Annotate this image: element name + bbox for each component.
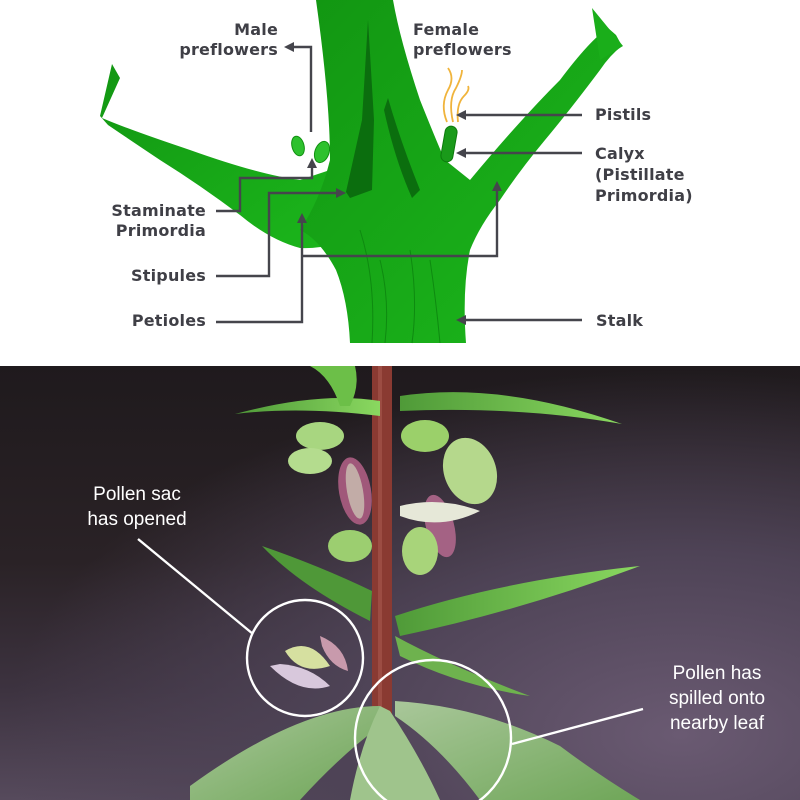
label-female-line1: Female [413,20,480,39]
pollen-sac-circle [245,598,365,718]
label-male-line2: preflowers [179,40,278,59]
annotation-pollen-spill-line3: nearby leaf [669,713,764,734]
photo-annotations [137,538,644,800]
leaf-top-right [400,392,622,424]
stipule-right [384,98,420,198]
pollen-spill-circle [353,658,513,800]
female-calyx [440,125,458,163]
label-female-line2: preflowers [413,40,512,59]
leaf-top-left [235,397,380,416]
annotation-pollen-spill: Pollen has spilled onto nearby leaf [652,661,782,736]
stipule-left [346,20,374,198]
label-staminate-line1: Staminate [111,201,206,220]
label-petioles: Petioles [131,311,206,330]
label-calyx-line1: Calyx [595,144,645,163]
plant-photo-illustration [137,366,644,800]
annotation-pollen-sac-line2: has opened [87,509,187,530]
label-calyx-line2: (Pistillate [595,165,685,184]
leaf-mid-right [395,566,640,636]
leaf-lower-center [350,706,440,800]
annotation-pollen-sac-line1: Pollen sac [93,484,181,505]
label-stalk: Stalk [596,311,644,330]
label-male-line1: Male [234,20,278,39]
leaf-lower-right [395,701,640,800]
main-stalk [300,0,622,343]
preflower-diagram: Male preflowers Female preflowers Pistil… [0,0,800,362]
label-calyx: Calyx (Pistillate Primordia) [595,143,693,206]
label-stipules: Stipules [131,266,206,285]
pollen-sac-cluster [288,420,498,575]
label-staminate-primordia: Staminate Primordia [80,201,206,241]
label-pistils: Pistils [595,105,652,124]
left-branch [100,64,372,249]
label-male-preflowers: Male preflowers [150,20,278,60]
annotation-pollen-spill-line1: Pollen has [672,663,762,684]
label-staminate-line2: Primordia [115,221,206,240]
male-plant-photo: Pollen sac has opened Pollen has spilled… [0,366,800,800]
male-preflower-1 [291,135,305,157]
leaf-lower-left [190,706,380,800]
male-preflower-2 [313,140,331,164]
pistils [442,67,470,123]
label-calyx-line3: Primordia) [595,186,693,205]
diagram-illustration [100,0,623,344]
annotation-pollen-sac: Pollen sac has opened [62,482,212,532]
annotation-pollen-spill-line2: spilled onto [668,688,766,709]
pointer-arrowheads [284,42,502,325]
leaf-mid-left [262,546,372,621]
opened-pollen-sac [270,636,348,689]
label-female-preflowers: Female preflowers [413,20,512,60]
pointer-lines [216,45,582,324]
